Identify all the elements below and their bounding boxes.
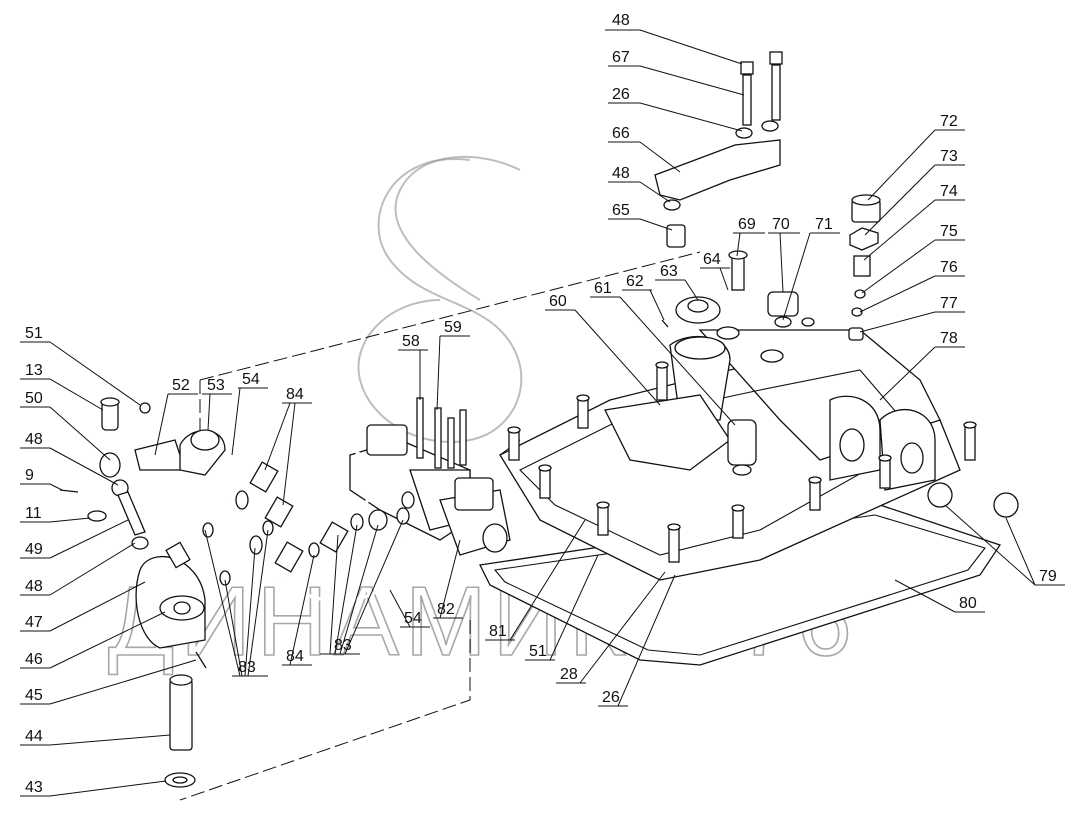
callout-26-top: 26 [612,86,630,103]
callout-82: 82 [437,601,455,618]
left-linkage [59,397,226,788]
callout-49: 49 [25,541,43,558]
callout-80: 80 [959,595,977,612]
callout-60: 60 [549,293,567,310]
callout-83-a: 83 [238,659,256,676]
callout-65: 65 [612,202,630,219]
callout-48-left: 48 [25,431,43,448]
hose-54 [215,430,403,603]
callout-54-top: 54 [242,371,260,388]
callout-84-top: 84 [286,386,304,403]
fittings [202,461,410,586]
callout-47: 47 [25,614,43,631]
bolt [667,523,681,563]
callout-26-low: 26 [602,689,620,706]
callout-74: 74 [940,183,958,200]
callout-79: 79 [1039,568,1057,585]
callout-66: 66 [612,125,630,142]
bolt [538,464,552,499]
top-bracket-parts [654,51,815,476]
callout-59: 59 [444,319,462,336]
bolt [596,501,610,536]
callout-71: 71 [815,216,833,233]
bolt [655,361,669,401]
gasket-plate [479,504,1002,666]
callout-69: 69 [738,216,756,233]
callout-75: 75 [940,223,958,240]
callout-76: 76 [940,259,958,276]
callout-51-low: 51 [529,643,547,660]
callout-48-mid: 48 [612,165,630,182]
callout-9: 9 [25,467,34,484]
callout-leaders [20,29,1065,797]
callout-77: 77 [940,295,958,312]
callout-51-left: 51 [25,325,43,342]
callout-67: 67 [612,49,630,66]
callout-43: 43 [25,779,43,796]
callout-63: 63 [660,263,678,280]
callout-64: 64 [703,251,721,268]
callout-70: 70 [772,216,790,233]
callout-48-top: 48 [612,12,630,29]
callout-58: 58 [402,333,420,350]
callout-84-low: 84 [286,648,304,665]
callout-61: 61 [594,280,612,297]
callout-28: 28 [560,666,578,683]
callout-54-low: 54 [404,610,422,627]
callout-13: 13 [25,362,43,379]
callout-78: 78 [940,330,958,347]
callout-48-low: 48 [25,578,43,595]
callout-73: 73 [940,148,958,165]
callout-53: 53 [207,377,225,394]
bolt [507,426,521,461]
housing-bolts [507,361,977,563]
right-small-parts [848,194,1019,518]
bolt [878,454,892,489]
callout-83-b: 83 [334,637,352,654]
bolt [808,476,822,511]
bolt [963,421,977,461]
callout-52: 52 [172,377,190,394]
bolt [731,504,745,539]
callout-62: 62 [626,273,644,290]
callout-46: 46 [25,651,43,668]
callout-72: 72 [940,113,958,130]
callout-50: 50 [25,390,43,407]
callout-45: 45 [25,687,43,704]
bolt [576,394,590,429]
callout-labels: 48 67 26 66 48 65 69 70 71 72 73 74 75 7… [25,12,1057,796]
callout-11: 11 [25,505,42,522]
callout-44: 44 [25,728,43,745]
callout-81: 81 [489,623,507,640]
